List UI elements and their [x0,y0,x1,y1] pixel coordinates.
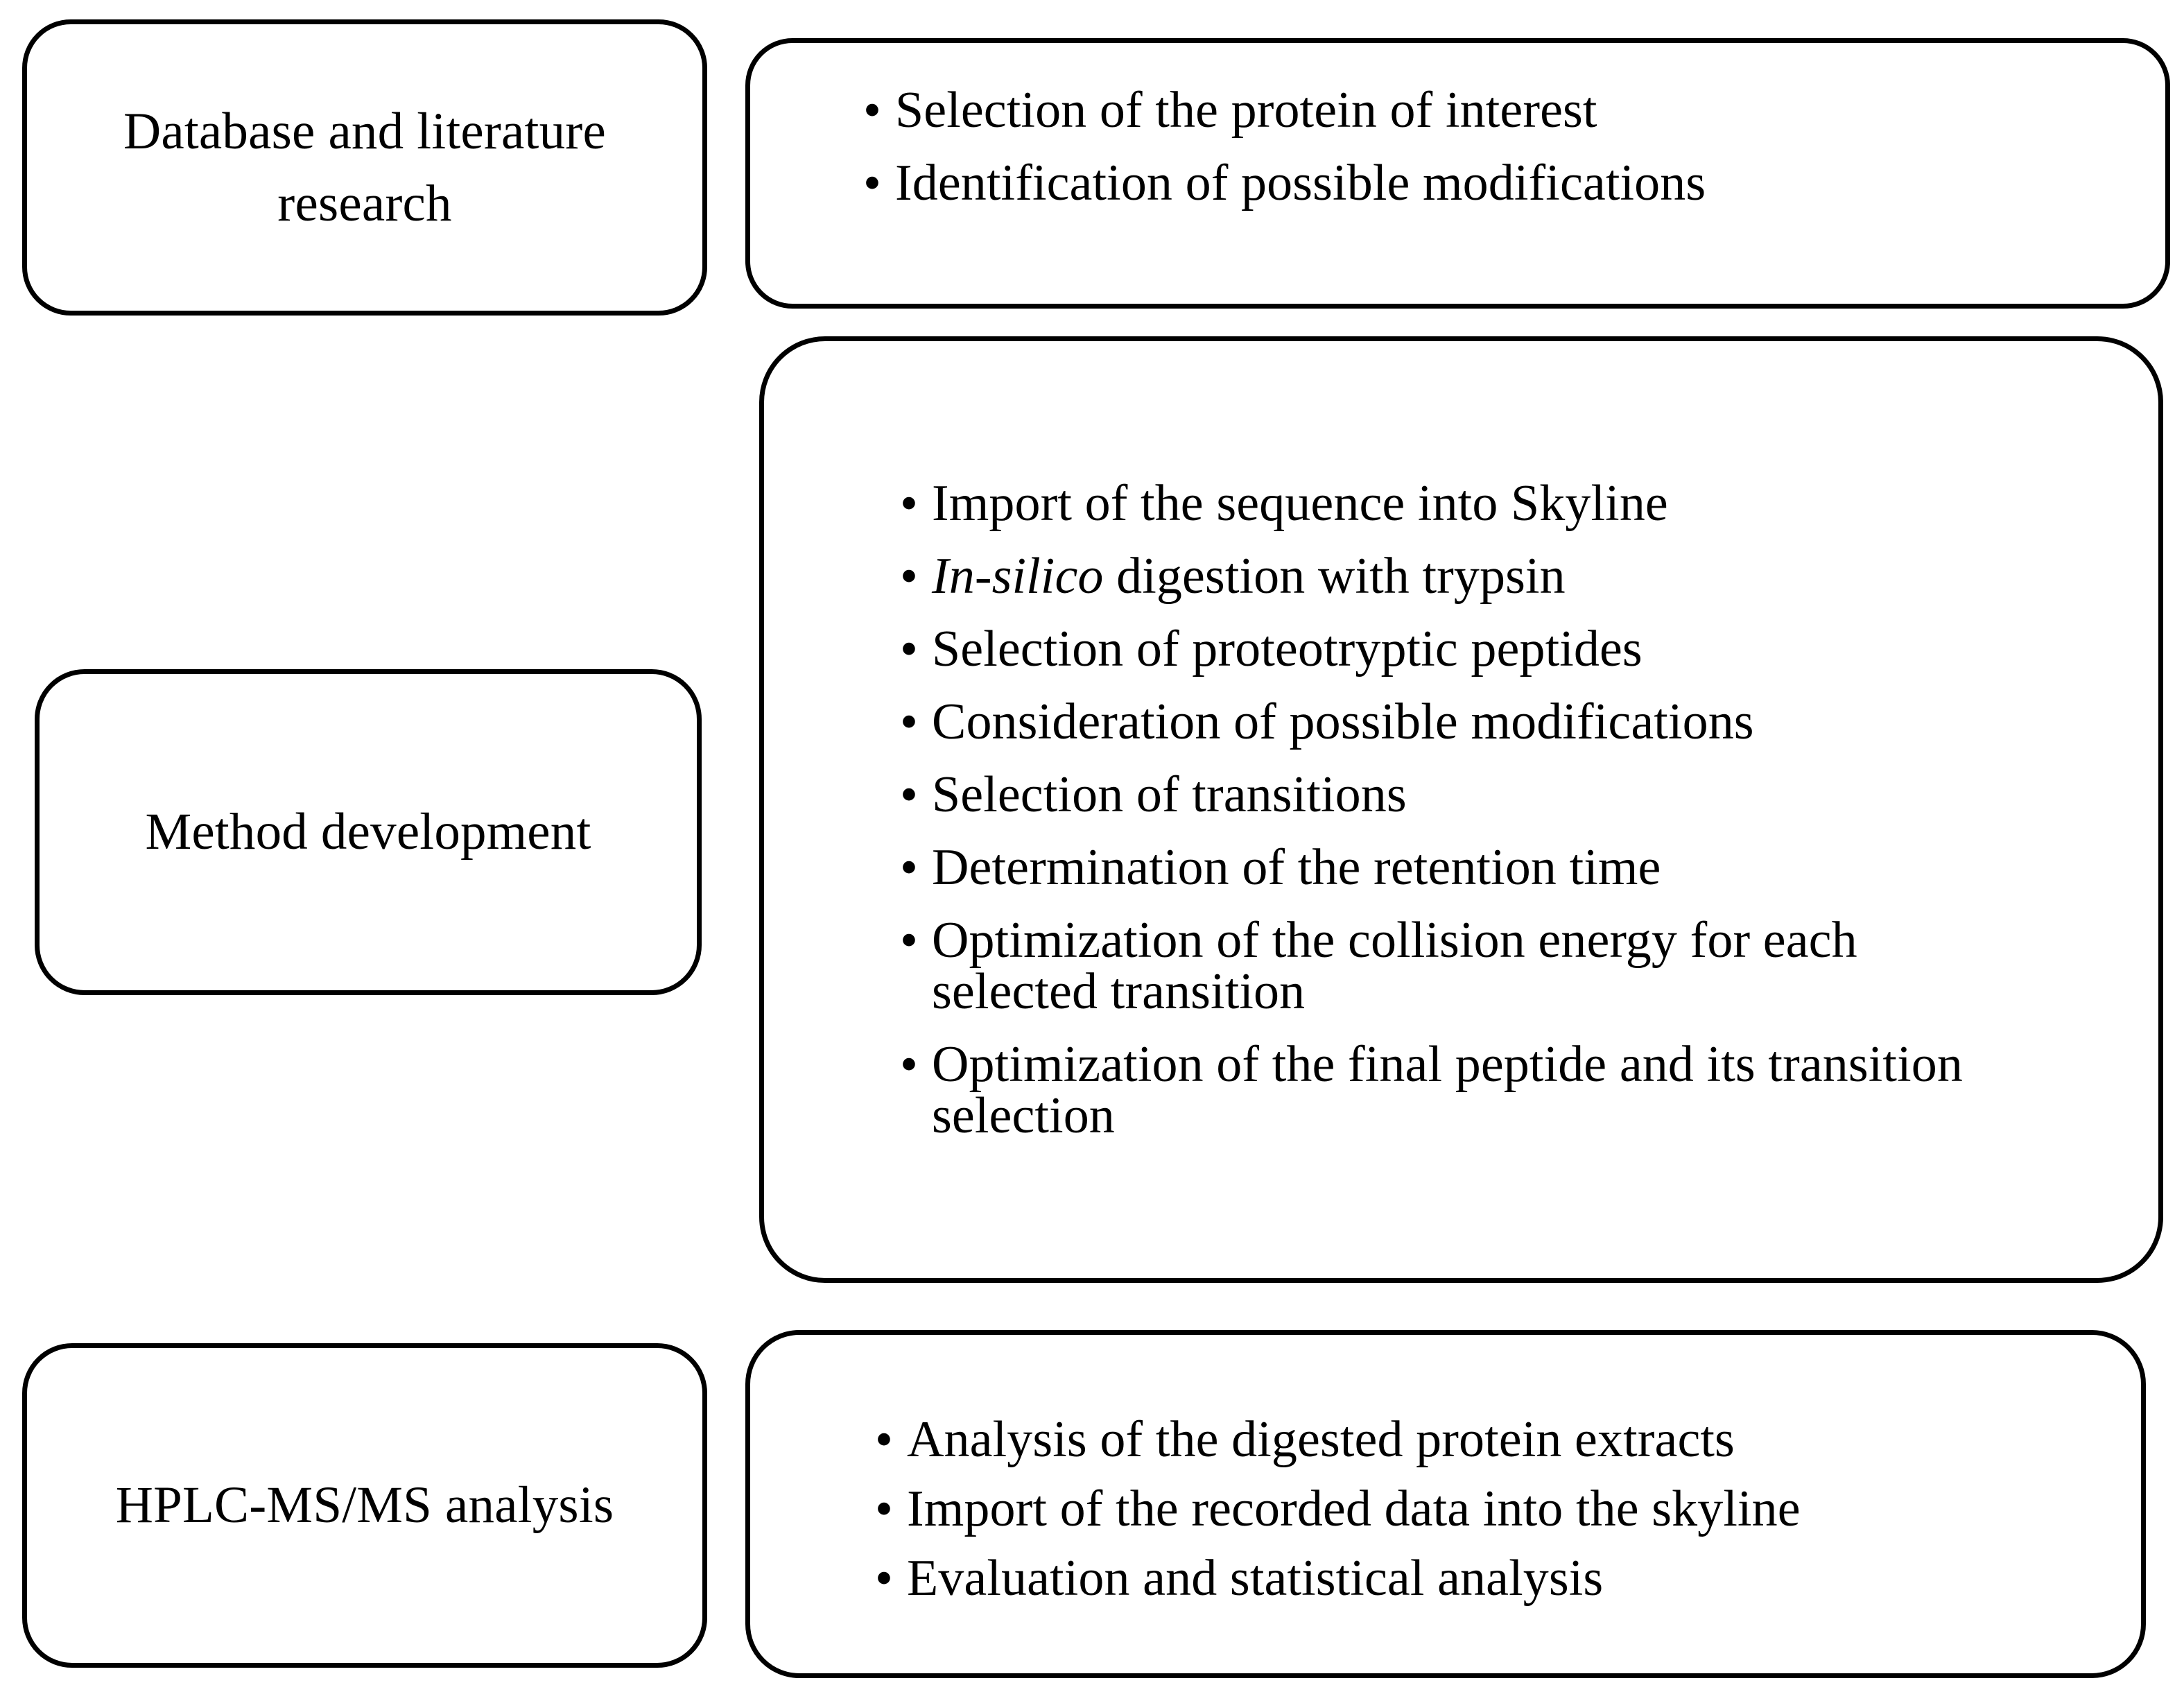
stage-box-hplc-ms-ms-analysis[interactable]: HPLC-MS/MS analysis [22,1343,707,1668]
list-item-label: Analysis of the digested protein extract… [907,1411,1735,1468]
bullet-point-icon: • [900,693,919,750]
list-item-label: In-silico digestion with trypsin [932,548,1566,605]
detail-box-database-and-literature-research[interactable]: • Selection of the protein of interest •… [745,38,2170,309]
list-item-label: Selection of proteotryptic peptides [932,621,1643,677]
list-item: • Analysis of the digested protein extra… [875,1414,2095,1465]
bullet-list-method-development: • Import of the sequence into Skyline • … [900,478,1968,1163]
list-item-label: Import of the recorded data into the sky… [907,1480,1801,1537]
list-item-label: Optimization of the collision energy for… [932,912,1857,1020]
list-item: • Optimization of the final peptide and … [900,1039,1968,1141]
list-item-label: Evaluation and statistical analysis [907,1550,1604,1607]
bullet-point-icon: • [900,912,919,969]
bullet-point-icon: • [875,1480,894,1537]
list-item: • Determination of the retention time [900,842,1968,893]
list-item-label: Selection of transitions [932,766,1407,823]
list-item-label: Import of the sequence into Skyline [932,475,1668,532]
bullet-point-icon: • [875,1550,894,1607]
bullet-point-icon: • [900,1036,919,1093]
bullet-point-icon: • [863,155,882,212]
list-item-label: Determination of the retention time [932,839,1661,896]
list-item-label-rest: digestion with trypsin [1103,548,1566,605]
stage-box-method-development[interactable]: Method development [35,669,702,995]
list-item-label: Identification of possible modifications [895,155,1706,212]
list-item: • Optimization of the collision energy f… [900,915,1968,1017]
list-item-label-italic: In-silico [932,548,1104,605]
bullet-point-icon: • [875,1411,894,1468]
stage-box-database-and-literature-research[interactable]: Database and literature research [22,19,707,316]
list-item: • Selection of transitions [900,769,1968,820]
bullet-list-database-and-literature-research: • Selection of the protein of interest •… [863,85,2125,209]
list-item-label: Selection of the protein of interest [895,82,1597,139]
list-item: • In-silico digestion with trypsin [900,551,1968,602]
list-item-label: Consideration of possible modifications [932,693,1754,750]
bullet-point-icon: • [900,839,919,896]
list-item: • Identification of possible modificatio… [863,157,2125,209]
list-item-label: Optimization of the final peptide and it… [932,1036,1963,1144]
stage-label-method-development: Method development [145,803,591,861]
bullet-point-icon: • [900,548,919,605]
detail-box-hplc-ms-ms-analysis[interactable]: • Analysis of the digested protein extra… [745,1330,2146,1678]
list-item: • Evaluation and statistical analysis [875,1553,2095,1604]
bullet-point-icon: • [900,475,919,532]
bullet-point-icon: • [900,766,919,823]
list-item: • Import of the recorded data into the s… [875,1483,2095,1535]
list-item: • Selection of the protein of interest [863,85,2125,136]
bullet-point-icon: • [900,621,919,677]
bullet-point-icon: • [863,82,882,139]
list-item: • Import of the sequence into Skyline [900,478,1968,529]
detail-box-method-development[interactable]: • Import of the sequence into Skyline • … [759,336,2163,1283]
list-item: • Selection of proteotryptic peptides [900,623,1968,675]
list-item: • Consideration of possible modification… [900,696,1968,748]
bullet-list-hplc-ms-ms-analysis: • Analysis of the digested protein extra… [875,1414,2095,1622]
stage-label-database-and-literature-research: Database and literature research [123,103,606,232]
stage-label-hplc-ms-ms-analysis: HPLC-MS/MS analysis [115,1476,614,1535]
